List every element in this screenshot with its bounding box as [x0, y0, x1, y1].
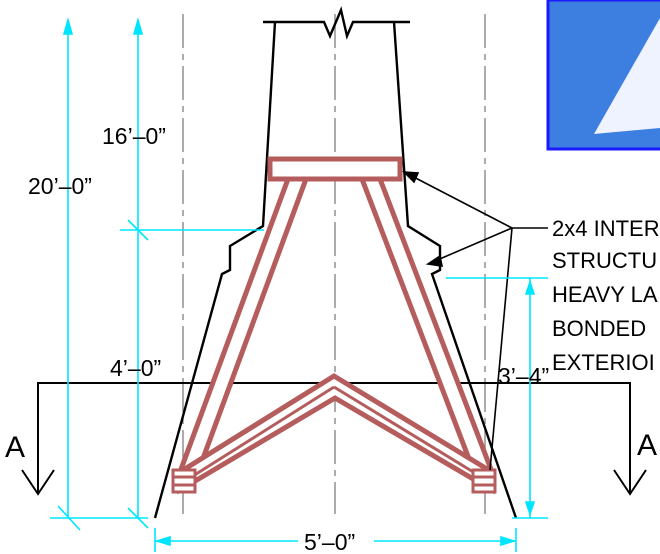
dim-side-height: 3’–4”: [498, 363, 549, 389]
note-line-3: HEAVY LA: [552, 282, 658, 307]
dim-lower-height: 4’–0”: [110, 355, 161, 381]
dim-base-width-mask: [298, 528, 374, 554]
end-blocks: [171, 468, 497, 494]
bottom-chord-inner-line: [184, 385, 335, 483]
note-leaders: [401, 171, 548, 471]
note-line-4: BONDED: [552, 316, 646, 341]
bottom-chord-inner-line-right: [333, 385, 489, 483]
section-label-left: A: [5, 431, 25, 464]
section-label-right: A: [637, 429, 657, 462]
note-line-5: EXTERIOI: [552, 350, 655, 375]
dim-upper-height: 16’–0”: [102, 123, 166, 149]
end-block-right: [471, 468, 497, 494]
top-chord: [267, 156, 403, 182]
dimension-lines: [50, 17, 548, 552]
dim-overall-height: 20’–0”: [28, 173, 92, 199]
truss-members: [176, 156, 496, 495]
blue-panel-highlight: [594, 18, 660, 134]
note-line-2: STRUCTU: [552, 248, 657, 273]
member-note: 2x4 INTER STRUCTU HEAVY LA BONDED EXTERI…: [552, 216, 660, 375]
end-block-left: [171, 468, 197, 494]
blue-panel: [546, 0, 660, 151]
dim-base-width: 5’–0”: [304, 529, 355, 554]
note-line-1: 2x4 INTER: [552, 216, 660, 241]
